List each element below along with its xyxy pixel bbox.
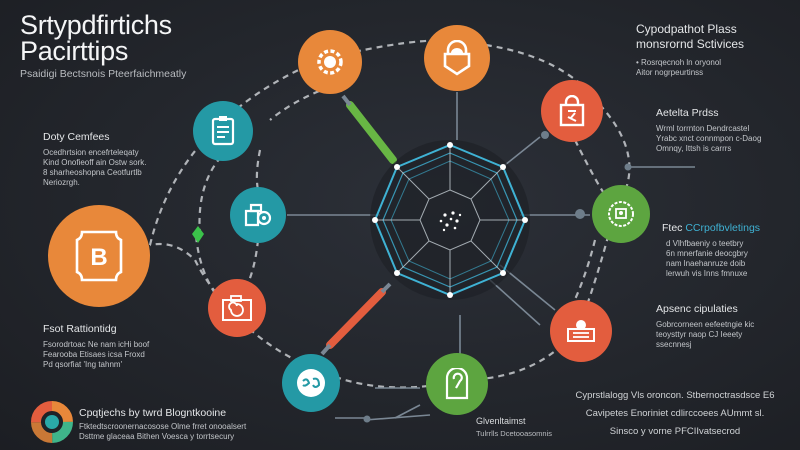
page-subtitle: Psaidigi Bectsnois Pteerfaichmeatly xyxy=(20,68,187,80)
text-block-doty: Doty Cemfees Ocedhrtsion encefrteleqaty … xyxy=(43,131,173,188)
block-line: Yrabc xnct connmpon c-Daog xyxy=(656,134,762,143)
block-heading: Fsot Rattiontidg xyxy=(43,323,117,335)
text-block-aetelta: Aetelta Prdss Wrml torrnton Dendrcastel … xyxy=(656,107,796,154)
lock-icon xyxy=(443,40,471,76)
block-line: ssecnnesj xyxy=(656,340,692,349)
block-line: nam lnaehanruze doib xyxy=(666,259,746,268)
block-heading: Ftec CCrpofbvletings xyxy=(662,222,761,234)
globe-icon xyxy=(297,369,325,397)
bitcoin-node[interactable]: B xyxy=(48,205,150,307)
block-heading: Doty Cemfees xyxy=(43,131,110,143)
text-block-apsenc: Apsenc cipulaties Gobrcorneen eefeetngie… xyxy=(656,303,796,350)
wallet-node[interactable] xyxy=(230,187,286,243)
gear-icon xyxy=(317,49,343,75)
block-line: Gobrcorneen eefeetngie kic xyxy=(656,320,755,329)
block-line: Fsorodrtoac Ne nam icHi boof xyxy=(43,340,150,349)
key-lock-icon xyxy=(445,368,469,400)
wallet-icon xyxy=(244,203,272,227)
block-line: Fearooba Etisaes icsa Froxd xyxy=(43,350,145,359)
shopping-bag-icon xyxy=(559,95,585,127)
shield-badge-icon xyxy=(608,201,634,227)
block-line: Sinsco y vorne PFCIIvatsecrod xyxy=(609,426,741,437)
block-line: Cavipetes Enoriniet cdlirccoees AUmmt sl… xyxy=(585,408,765,419)
document-node[interactable] xyxy=(193,101,253,161)
document-icon xyxy=(211,116,235,146)
block-line: Aitor nogrpeurtinss xyxy=(636,68,704,77)
globe-node[interactable] xyxy=(282,354,340,412)
blockchain-hub-icon[interactable] xyxy=(365,135,535,305)
text-block-footer: Cpqtjechs by twrd Blogntkooine Ftktedtsc… xyxy=(79,407,269,442)
key-node-label: Glvenltaimst Tulrrlls Dcetooasomnis xyxy=(476,416,552,438)
text-block-cypto: Cypodpathot Plass monsrornd Sctivices • … xyxy=(636,22,796,78)
key-lock-node[interactable] xyxy=(426,353,488,415)
block-line: Cyprstlalogg Vls oroncon. Stbernoctrasds… xyxy=(575,390,775,401)
shopping-bag-node[interactable] xyxy=(541,80,603,142)
block-line: Dsttme glaceaa Bithen Voesca y torrtsecu… xyxy=(79,432,235,441)
camera-icon xyxy=(222,295,252,321)
block-heading: Aetelta Prdss xyxy=(656,107,719,119)
printer-icon xyxy=(567,320,595,342)
camera-node[interactable] xyxy=(208,279,266,337)
text-block-ftec: Ftec CCrpofbvletings d Vlhfbaeniy o teet… xyxy=(662,222,797,279)
block-line: 6n mnerfanie deocgbry xyxy=(666,249,748,258)
block-heading: Cypodpathot Plass monsrornd Sctivices xyxy=(636,22,745,51)
gear-node[interactable] xyxy=(298,30,362,94)
lock-node[interactable] xyxy=(424,25,490,91)
shield-badge-node[interactable] xyxy=(592,185,650,243)
svg-text:B: B xyxy=(90,244,107,271)
text-block-bottom: Cyprstlalogg Vls oroncon. Stbernoctrasds… xyxy=(560,390,790,437)
block-line: Omnqy, Ittsh is carrrs xyxy=(656,144,732,153)
text-block-fsot: Fsot Rattiontidg Fsorodrtoac Ne nam icHi… xyxy=(43,323,183,370)
block-heading: Apsenc cipulaties xyxy=(656,303,738,315)
block-line: Kind Onofieoff ain Ostw sork. xyxy=(43,158,147,167)
title-line-1: Srtypdfirtichs xyxy=(20,10,172,40)
block-line: Pd qsorfiat 'Ing tahnm' xyxy=(43,360,123,369)
donut-logo-icon xyxy=(31,401,73,443)
block-line: 8 sharheoshopna Ceotfurtlb xyxy=(43,168,142,177)
block-line: Ocedhrtsion encefrteleqaty xyxy=(43,148,139,157)
block-line: Neriozrgh. xyxy=(43,178,80,187)
block-line: Wrml torrnton Dendrcastel xyxy=(656,124,750,133)
block-line: • Rosrqecnoh ln oryonol xyxy=(636,58,722,67)
block-heading: Cpqtjechs by twrd Blogntkooine xyxy=(79,407,227,419)
block-line: d Vlhfbaeniy o teetbry xyxy=(666,239,744,248)
title-line-2: Pacirttips xyxy=(20,36,129,66)
block-line: teoysttyr naop CJ Ieeety xyxy=(656,330,743,339)
page-title: Srtypdfirtichs Pacirttips xyxy=(20,10,172,66)
printer-node[interactable] xyxy=(550,300,612,362)
bitcoin-icon: B xyxy=(75,230,123,282)
block-line: lerwuh vis Inns fmnuxe xyxy=(666,269,748,278)
block-line: Ftktedtscroonernacosose Olme frret onooa… xyxy=(79,422,247,431)
